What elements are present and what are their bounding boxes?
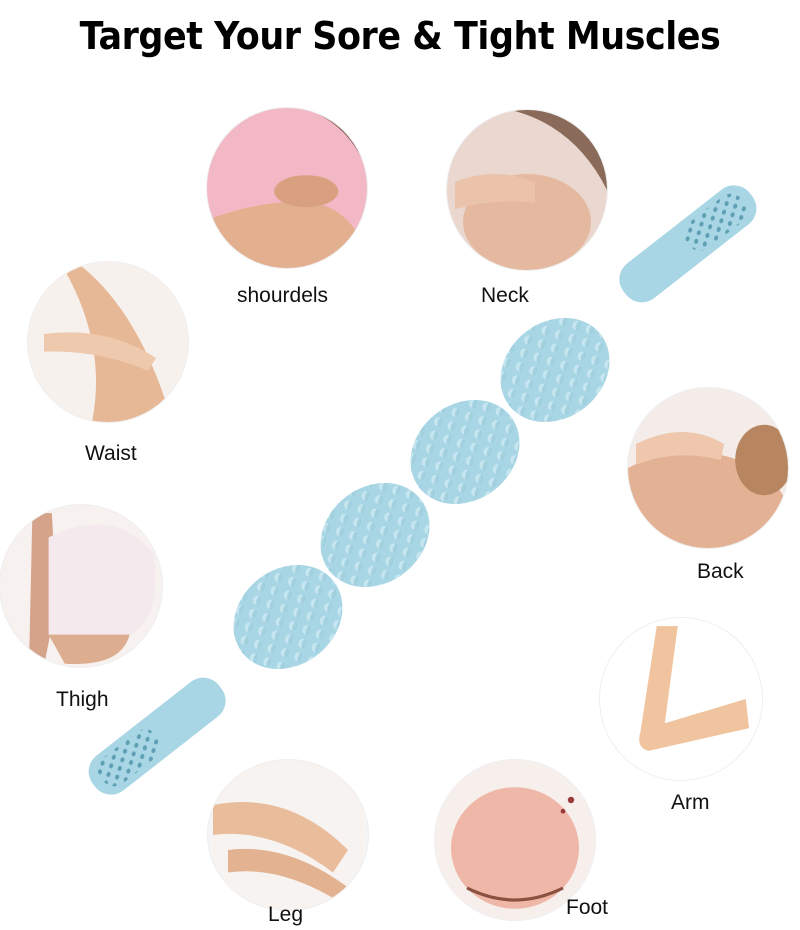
- thigh-image: [0, 505, 162, 667]
- roller-ball-4: [233, 564, 343, 670]
- thigh-label: Thigh: [56, 688, 109, 711]
- shoulders-label: shourdels: [237, 284, 329, 307]
- arm-label: Arm: [671, 791, 710, 814]
- top-handle: [619, 185, 757, 303]
- foot-label: Foot: [566, 896, 609, 919]
- arm-image: [600, 618, 762, 780]
- leg-image: [208, 760, 368, 910]
- leg-label: Leg: [268, 903, 304, 926]
- back-image: [628, 388, 788, 548]
- roller-ball-1: [500, 317, 610, 423]
- shoulders-image: [207, 108, 367, 268]
- foot-image: [435, 760, 595, 920]
- roller-ball-2: [410, 399, 520, 505]
- neck-image: [447, 110, 607, 270]
- waist-image: [28, 262, 188, 422]
- page-title: Target Your Sore & Tight Muscles: [79, 14, 721, 58]
- back-label: Back: [697, 560, 744, 583]
- neck-label: Neck: [481, 284, 529, 307]
- roller-ball-3: [320, 482, 430, 588]
- waist-label: Waist: [85, 442, 137, 465]
